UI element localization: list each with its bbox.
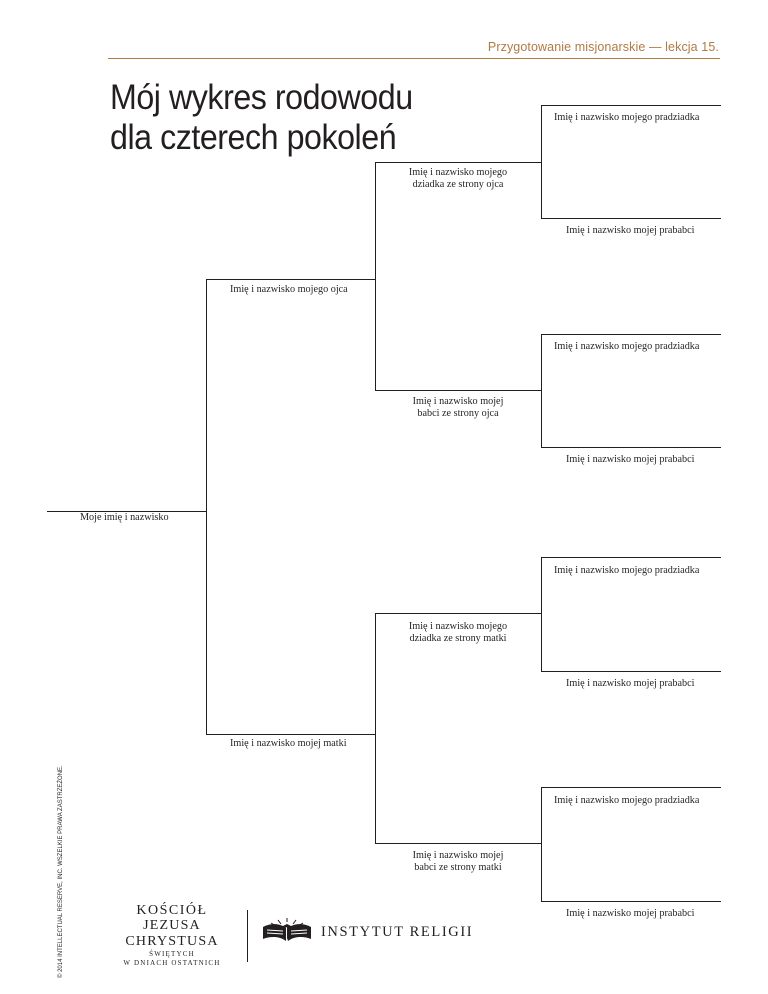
paternal-grandfather-line [375, 162, 541, 163]
maternal-grandfather-label-line-1: Imię i nazwisko mojego [408, 621, 508, 632]
great-grandparent-line-2 [541, 218, 721, 219]
great-grandparent-line-5 [541, 557, 721, 558]
church-logo-line-3: ŚWIĘTYCH [149, 950, 195, 958]
self-line [47, 511, 206, 512]
great-grandparent-label-3: Imię i nazwisko mojego pradziadka [554, 341, 700, 352]
maternal-grandmother-label-line-2: babci ze strony matki [414, 862, 502, 873]
paternal-grandfather-label-line-2: dziadka ze strony ojca [412, 179, 504, 190]
maternal-grandfather-label-line-2: dziadka ze strony matki [409, 633, 507, 644]
great-grandparent-line-8 [541, 901, 721, 902]
paternal-grandfather-label-line-1: Imię i nazwisko mojego [408, 167, 508, 178]
open-book-sunrise-icon [263, 918, 311, 941]
church-logo-line-4: W DNIACH OSTATNICH [123, 959, 221, 967]
paternal-grandmother-label-line-1: Imię i nazwisko mojej [412, 396, 504, 407]
paternal-grandmother-label-line-2: babci ze strony ojca [417, 408, 499, 419]
paternal-grandmother-line [375, 390, 541, 391]
great-grandparent-label-6: Imię i nazwisko mojej prababci [566, 678, 695, 689]
paternal-connector [375, 162, 376, 390]
mother-label: Imię i nazwisko mojej matki [230, 738, 347, 749]
great-grandparent-line-4 [541, 447, 721, 448]
great-grandparents-connector-1 [541, 105, 542, 218]
logo-divider [247, 910, 248, 962]
great-grandparent-label-5: Imię i nazwisko mojego pradziadka [554, 565, 700, 576]
church-logo: KOŚCIÓŁ JEZUSA CHRYSTUSA ŚWIĘTYCH W DNIA… [108, 903, 236, 968]
great-grandparent-line-1 [541, 105, 721, 106]
great-grandparents-connector-4 [541, 787, 542, 901]
great-grandparent-label-4: Imię i nazwisko mojej prababci [566, 454, 695, 465]
great-grandparent-label-1: Imię i nazwisko mojego pradziadka [554, 112, 700, 123]
maternal-grandmother-label-line-1: Imię i nazwisko mojej [412, 850, 504, 861]
parents-connector [206, 279, 207, 734]
maternal-grandfather-label: Imię i nazwisko mojego dziadka ze strony… [375, 621, 541, 645]
great-grandparent-line-7 [541, 787, 721, 788]
maternal-grandmother-label: Imię i nazwisko mojej babci ze strony ma… [375, 850, 541, 874]
father-label: Imię i nazwisko mojego ojca [230, 284, 348, 295]
father-line [206, 279, 375, 280]
great-grandparents-connector-3 [541, 557, 542, 671]
title-line-1: Mój wykres rodowodu [110, 78, 413, 117]
maternal-grandfather-line [375, 613, 541, 614]
great-grandparent-label-8: Imię i nazwisko mojej prababci [566, 908, 695, 919]
maternal-connector [375, 613, 376, 843]
page-title: Mój wykres rodowodu dla czterech pokoleń [110, 78, 413, 158]
great-grandparent-line-6 [541, 671, 721, 672]
mother-line [206, 734, 375, 735]
great-grandparent-line-3 [541, 334, 721, 335]
great-grandparent-label-7: Imię i nazwisko mojego pradziadka [554, 795, 700, 806]
church-logo-line-2: JEZUSA CHRYSTUSA [125, 918, 219, 949]
great-grandparents-connector-2 [541, 334, 542, 447]
lesson-header: Przygotowanie misjonarskie — lekcja 15. [487, 40, 719, 54]
maternal-grandmother-line [375, 843, 541, 844]
header-rule [108, 58, 720, 59]
paternal-grandmother-label: Imię i nazwisko mojej babci ze strony oj… [375, 396, 541, 420]
great-grandparent-label-2: Imię i nazwisko mojej prababci [566, 225, 695, 236]
self-label: Moje imię i nazwisko [80, 512, 169, 523]
church-logo-line-1: KOŚCIÓŁ [136, 903, 208, 918]
copyright-notice: © 2014 INTELLECTUAL RESERVE, INC. WSZELK… [58, 765, 64, 978]
institute-name: INSTYTUT RELIGII [321, 924, 474, 940]
title-line-2: dla czterech pokoleń [110, 118, 397, 157]
paternal-grandfather-label: Imię i nazwisko mojego dziadka ze strony… [375, 167, 541, 191]
